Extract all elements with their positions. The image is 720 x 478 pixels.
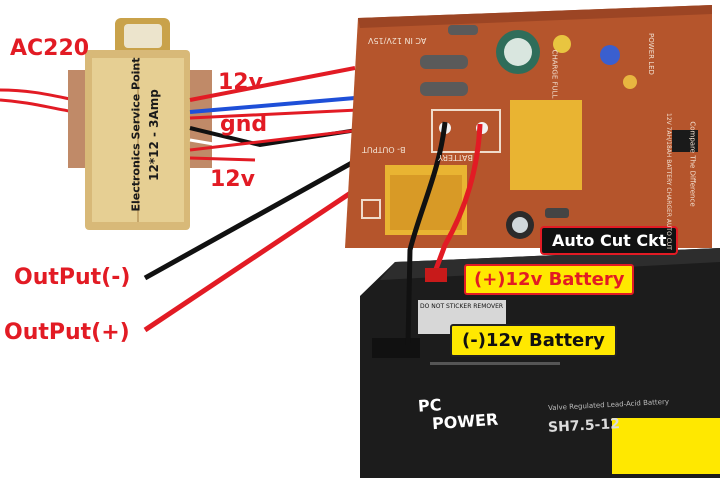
battery-wires (405, 121, 483, 346)
output-negative-label: OutPut(-) (14, 265, 131, 290)
12v-bottom-label: 12v (210, 167, 255, 192)
pcb-auto-cut-text: 12V 7AH/18AH BATTERY CHARGER AUTO CUT (664, 113, 672, 250)
12v-top-label: 12v (218, 70, 263, 95)
secondary-wires (189, 66, 371, 162)
pcb-ac-in-text: AC IN 12V/15V (368, 36, 427, 45)
ac220-label: AC220 (10, 36, 90, 61)
battery-positive-tag: (+)12v Battery (464, 264, 635, 295)
output-wires (143, 147, 387, 333)
pcb-power-led-text: POWER LED (646, 33, 655, 75)
transformer-rating-text: 12*12 - 3Amp (147, 89, 161, 181)
transformer-brand-text: Electronics Service Point (129, 57, 143, 212)
gnd-label: gnd (220, 112, 268, 137)
auto-cut-tag: Auto Cut Ckt (540, 226, 679, 255)
pcb-charge-full-text: CHARGE FULL (550, 49, 559, 99)
transformer (68, 18, 212, 230)
output-positive-label: OutPut(+) (4, 320, 130, 345)
pcb-battery-text: BATTERY (438, 153, 473, 162)
pcb-output-text: B- OUTPUT (362, 145, 406, 154)
battery-negative-tag: (-)12v Battery (450, 324, 617, 357)
pcb-board (345, 5, 712, 248)
battery-brand-line1: PC (417, 395, 443, 416)
pcb-compare-text: Compare The Difference (688, 121, 697, 207)
ac-input-wires (0, 88, 76, 114)
battery-sticker-text: DO NOT STICKER REMOVER (420, 303, 504, 310)
